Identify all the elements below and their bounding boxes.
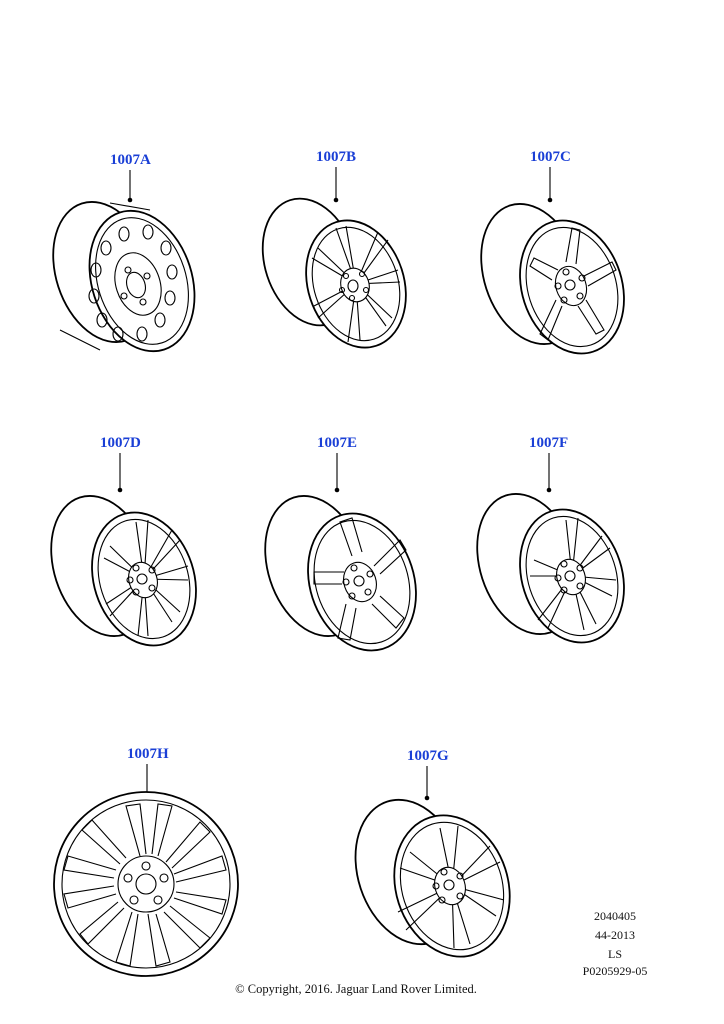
wheel-1007c: 1007C	[480, 149, 625, 355]
reference-code: P0205929-05	[583, 964, 648, 978]
wheel-1007a: 1007A	[52, 152, 196, 353]
reference-block: 2040405 44-2013 LS P0205929-05	[583, 909, 648, 978]
callout-1007a: 1007A	[110, 152, 151, 168]
copyright-notice: © Copyright, 2016. Jaguar Land Rover Lim…	[235, 982, 477, 996]
wheel-1007g: 1007G	[354, 748, 511, 958]
callout-1007g: 1007G	[407, 748, 449, 764]
reference-model: LS	[608, 947, 622, 961]
callout-1007b: 1007B	[316, 149, 356, 165]
callout-1007f: 1007F	[529, 435, 568, 451]
wheel-1007f: 1007F	[476, 435, 625, 644]
wheel-1007b: 1007B	[261, 149, 407, 349]
callout-1007h: 1007H	[127, 746, 169, 762]
wheel-1007e: 1007E	[264, 435, 417, 652]
reference-date: 44-2013	[595, 928, 635, 942]
callout-1007e: 1007E	[317, 435, 357, 451]
wheel-1007h: 1007H	[53, 746, 239, 977]
callout-1007d: 1007D	[100, 435, 141, 451]
reference-number: 2040405	[594, 909, 636, 923]
callout-1007c: 1007C	[530, 149, 571, 165]
wheel-1007d: 1007D	[50, 435, 197, 647]
